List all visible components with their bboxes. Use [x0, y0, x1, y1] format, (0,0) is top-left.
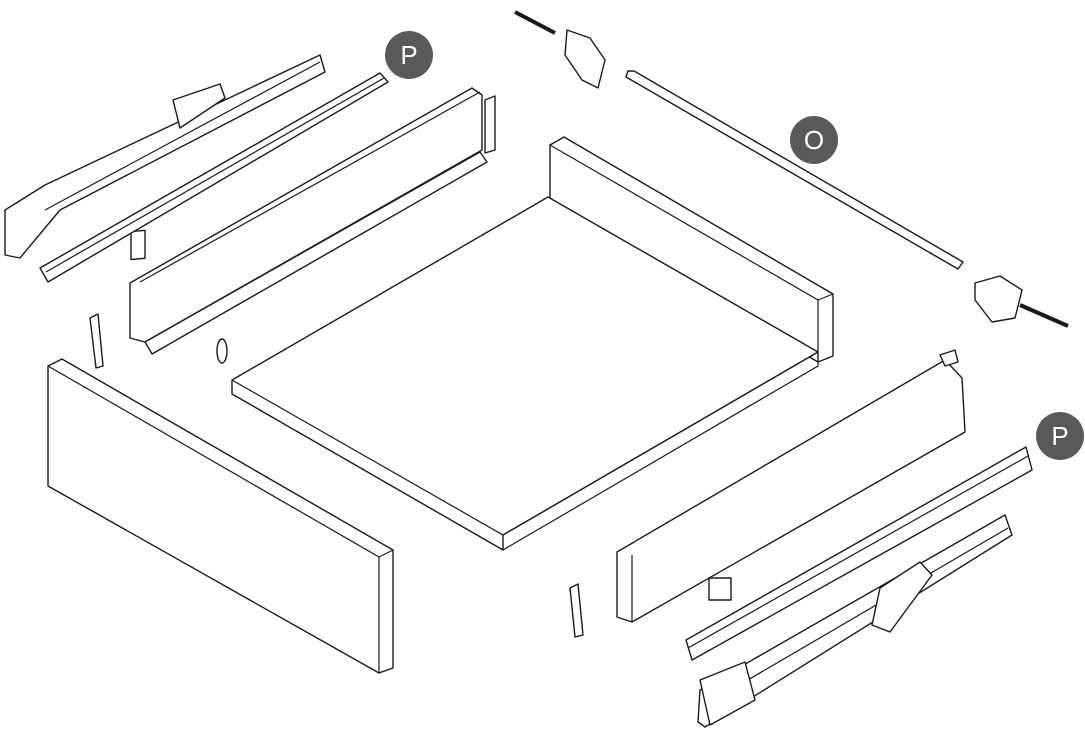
right-side-panel [569, 349, 966, 638]
label-text: P [1051, 420, 1069, 451]
label-badge-p-left: P [385, 31, 433, 79]
left-side-panel [89, 87, 496, 369]
back-rod [625, 70, 964, 270]
label-badge-p-right: P [1036, 412, 1084, 460]
label-text: P [400, 39, 418, 70]
label-text: O [803, 124, 825, 155]
bottom-board [231, 196, 819, 551]
front-panel [47, 358, 394, 674]
right-runner [685, 446, 1033, 728]
label-badge-o: O [790, 116, 838, 164]
left-runner [4, 54, 389, 283]
rod-connectors [514, 10, 1069, 328]
